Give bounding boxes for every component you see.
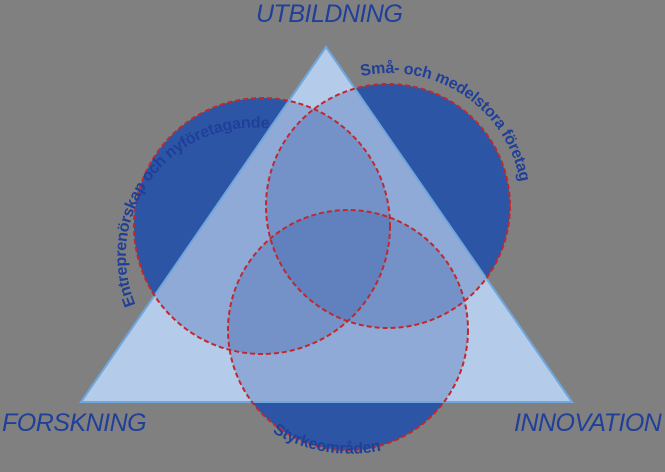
circle-left-outline [133, 97, 391, 355]
label-utbildning: UTBILDNING [256, 0, 403, 28]
label-innovation: INNOVATION [514, 409, 662, 437]
circle-right-outline [265, 83, 511, 329]
label-forskning: FORSKNING [2, 409, 147, 437]
circle-bottom-outline [227, 209, 469, 451]
